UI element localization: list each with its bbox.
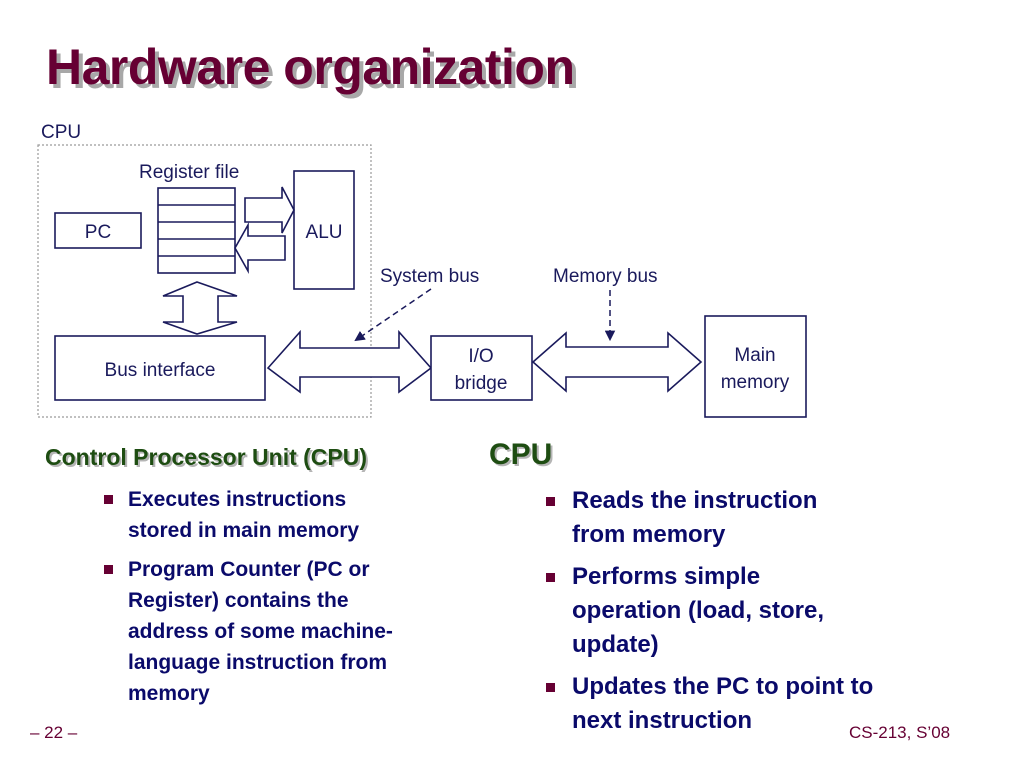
bus-interface-box: [54, 335, 266, 401]
system-bus-pointer: [354, 288, 432, 342]
main-memory-label-line1: Main: [734, 345, 775, 366]
register-file-box: [157, 187, 236, 274]
arrow-alu-to-register: [234, 221, 286, 275]
arrow-register-to-alu: [244, 186, 295, 234]
pc-label: PC: [85, 222, 111, 243]
left-bullet-list: Executes instructions stored in main mem…: [103, 484, 463, 709]
register-file: [157, 187, 236, 274]
bullet-marker-icon: [104, 495, 113, 504]
bullet-line: Program Counter (PC or: [128, 558, 370, 581]
io-bridge-label-line2: bridge: [455, 373, 508, 394]
bus-interface-label: Bus interface: [105, 360, 216, 381]
register-file-label: Register file: [139, 162, 239, 183]
pc-box: [54, 212, 142, 249]
io-bridge-box: [430, 335, 533, 401]
bullet-line: Updates the PC to point to: [572, 673, 874, 700]
list-item: Executes instructions stored in main mem…: [103, 484, 463, 546]
bullet-line: Executes instructions: [128, 488, 347, 511]
right-section-heading: CPU: [489, 438, 553, 471]
bullet-line: update): [572, 631, 659, 658]
page-number: – 22 –: [30, 723, 78, 742]
list-item: Reads the instruction from memory: [545, 484, 965, 552]
bullet-line: next instruction: [572, 707, 753, 734]
bullet-marker-icon: [546, 497, 555, 506]
cpu-label: CPU: [41, 122, 81, 143]
bullet-marker-icon: [104, 565, 113, 574]
arrow-register-bus-interface: [162, 281, 238, 335]
bullet-marker-icon: [546, 573, 555, 582]
bullet-line: language instruction from: [128, 651, 388, 674]
list-item: Performs simple operation (load, store, …: [545, 560, 965, 662]
cpu-boundary: [37, 144, 372, 418]
left-section-heading: Control Processor Unit (CPU): [45, 444, 368, 470]
main-memory-box: [704, 315, 807, 418]
io-bridge-label-line1: I/O: [468, 346, 493, 367]
bullet-line: Performs simple: [572, 563, 761, 590]
system-bus-arrow: [266, 329, 433, 394]
memory-bus-label: Memory bus: [553, 266, 658, 287]
bullet-line: address of some machine-: [128, 620, 393, 643]
bullet-marker-icon: [546, 683, 555, 692]
right-bullet-list: Reads the instruction from memory Perfor…: [545, 484, 965, 738]
list-item: Updates the PC to point to next instruct…: [545, 670, 965, 738]
main-memory-label-line2: memory: [721, 372, 790, 393]
system-bus-label: System bus: [380, 266, 479, 287]
slide-title: Hardware organization: [46, 39, 575, 95]
bullet-line: stored in main memory: [128, 519, 360, 542]
memory-bus-arrow: [531, 331, 703, 393]
bullet-line: Register) contains the: [128, 589, 349, 612]
bullet-line: operation (load, store,: [572, 597, 825, 624]
bullet-line: Reads the instruction: [572, 487, 818, 514]
alu-label: ALU: [306, 222, 343, 243]
list-item: Program Counter (PC or Register) contain…: [103, 554, 463, 709]
bullet-line: memory: [128, 682, 210, 705]
alu-box: [293, 170, 355, 290]
bullet-line: from memory: [572, 521, 726, 548]
course-label: CS-213, S’08: [849, 723, 951, 742]
